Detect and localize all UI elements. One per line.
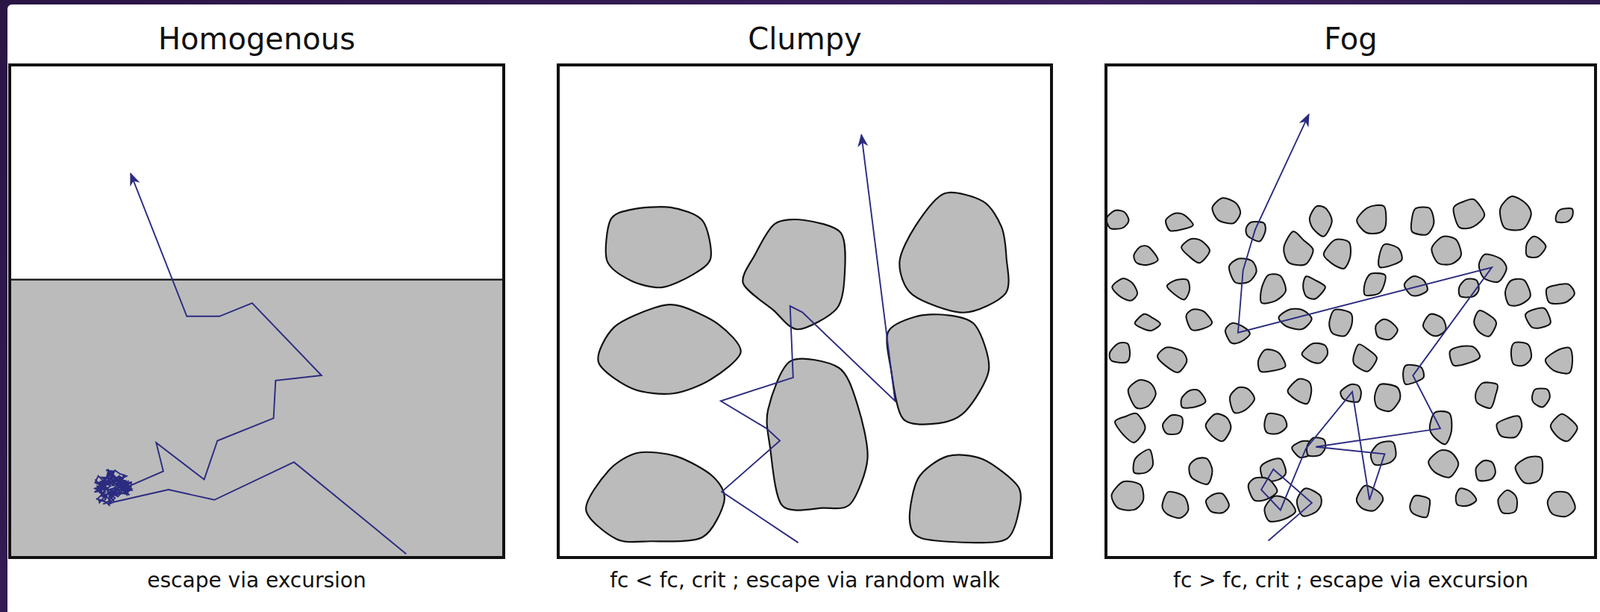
panel-box: Clumpyfc < fc, crit ; escape via random … bbox=[556, 63, 1053, 559]
gas-cloudlet bbox=[1309, 205, 1333, 237]
gas-cloudlet bbox=[1431, 236, 1462, 265]
gas-cloudlet bbox=[1423, 314, 1447, 336]
gas-cloudlet bbox=[1428, 450, 1459, 478]
gas-cloudlet bbox=[1375, 319, 1398, 340]
surface-line bbox=[8, 279, 506, 281]
gas-cloudlet bbox=[1205, 493, 1230, 514]
gas-cloudlet bbox=[1133, 245, 1158, 265]
panel-title: Homogenous bbox=[158, 21, 356, 56]
gas-cloudlet bbox=[1479, 254, 1507, 283]
gas-cloudlet bbox=[1114, 413, 1146, 443]
gas-cloudlet bbox=[1245, 221, 1265, 242]
gas-cloudlet bbox=[1181, 389, 1206, 409]
gas-cloudlet bbox=[1111, 278, 1138, 301]
gas-cloudlet bbox=[1283, 231, 1313, 265]
gas-cloudlet bbox=[1475, 460, 1495, 481]
gas-cloudlet bbox=[1545, 347, 1573, 374]
gas-cloudlet bbox=[1264, 413, 1287, 435]
panel-illustration bbox=[1104, 63, 1598, 559]
gas-cloudlet bbox=[1374, 383, 1400, 412]
panel-illustration bbox=[8, 63, 506, 559]
gas-cloudlet bbox=[1525, 308, 1551, 329]
panel-caption: fc < fc, crit ; escape via random walk bbox=[609, 567, 1000, 593]
gas-clump bbox=[605, 206, 712, 288]
gas-cloudlet bbox=[1352, 344, 1377, 371]
gas-cloudlet bbox=[1211, 197, 1241, 224]
gas-cloudlet bbox=[1429, 411, 1453, 445]
gas-cloudlet bbox=[1229, 387, 1255, 414]
panel-box: Homogenousescape via excursion bbox=[8, 63, 506, 559]
gas-cloudlet bbox=[1165, 213, 1194, 232]
gas-clump bbox=[899, 192, 1009, 313]
gas-cloudlet bbox=[1547, 491, 1576, 518]
photon-path bbox=[94, 173, 407, 555]
panel-box: Fogfc > fc, crit ; escape via excursion bbox=[1104, 63, 1598, 559]
gas-cloudlet bbox=[1205, 413, 1232, 442]
gas-cloudlet bbox=[1404, 276, 1428, 296]
gas-cloudlet bbox=[1532, 388, 1550, 407]
gas-cloudlet bbox=[1162, 414, 1183, 435]
gas-cloudlet bbox=[1555, 208, 1574, 223]
gas-cloudlet bbox=[1511, 342, 1532, 367]
gas-cloudlet bbox=[1167, 279, 1190, 300]
gas-cloudlet bbox=[1260, 273, 1286, 303]
panel-illustration bbox=[556, 63, 1053, 559]
gas-cloudlet bbox=[1181, 238, 1210, 264]
dense-medium bbox=[8, 279, 506, 559]
gas-cloudlet bbox=[1411, 206, 1435, 235]
gas-cloudlet bbox=[1496, 415, 1522, 438]
gas-cloudlet bbox=[1526, 236, 1547, 258]
gas-cloudlet bbox=[1188, 457, 1212, 485]
gas-cloudlet bbox=[1185, 308, 1212, 330]
gas-cloudlet bbox=[1378, 244, 1403, 268]
gas-cloudlet bbox=[1302, 276, 1326, 300]
gas-clump bbox=[597, 304, 741, 395]
gas-cloudlet bbox=[1288, 379, 1312, 405]
panel-title: Fog bbox=[1323, 21, 1377, 56]
gas-cloudlet bbox=[1497, 490, 1518, 514]
gas-cloudlet bbox=[1135, 314, 1161, 331]
gas-cloudlet bbox=[1500, 196, 1532, 230]
gas-clump bbox=[585, 452, 725, 542]
gas-clump bbox=[742, 219, 845, 330]
gas-cloudlet bbox=[1473, 310, 1497, 337]
gas-cloudlet bbox=[1515, 456, 1544, 484]
panel-title: Clumpy bbox=[747, 21, 862, 56]
gas-cloudlet bbox=[1302, 343, 1328, 364]
gas-cloudlet bbox=[1106, 210, 1130, 230]
gas-cloudlet bbox=[1109, 342, 1131, 363]
gas-cloudlet bbox=[1157, 347, 1187, 373]
gas-cloudlet bbox=[1258, 349, 1286, 372]
gas-cloudlet bbox=[1128, 379, 1156, 409]
gas-clump bbox=[886, 314, 989, 424]
gas-cloudlet bbox=[1329, 309, 1353, 337]
gas-cloudlet bbox=[1111, 481, 1144, 511]
panel-caption: fc > fc, crit ; escape via excursion bbox=[1173, 567, 1529, 593]
gas-cloudlet bbox=[1550, 414, 1578, 442]
gas-cloudlet bbox=[1133, 449, 1153, 474]
gas-cloudlet bbox=[1161, 491, 1189, 518]
gas-cloudlet bbox=[1323, 238, 1351, 268]
gas-cloudlet bbox=[1409, 495, 1430, 518]
photon-path bbox=[1238, 114, 1492, 541]
gas-cloudlet bbox=[1364, 273, 1386, 296]
gas-cloudlet bbox=[1505, 279, 1531, 306]
gas-cloudlet bbox=[1475, 382, 1498, 409]
gas-clump bbox=[909, 454, 1021, 543]
photon-path bbox=[720, 135, 896, 544]
gas-cloudlet bbox=[1546, 283, 1575, 304]
panel-caption: escape via excursion bbox=[147, 567, 366, 593]
gas-cloudlet bbox=[1458, 278, 1480, 298]
gas-cloudlet bbox=[1450, 346, 1481, 367]
gas-cloudlet bbox=[1356, 205, 1386, 234]
gas-cloudlet bbox=[1455, 488, 1477, 506]
gas-cloudlet bbox=[1278, 308, 1312, 330]
gas-cloudlet bbox=[1453, 199, 1486, 230]
